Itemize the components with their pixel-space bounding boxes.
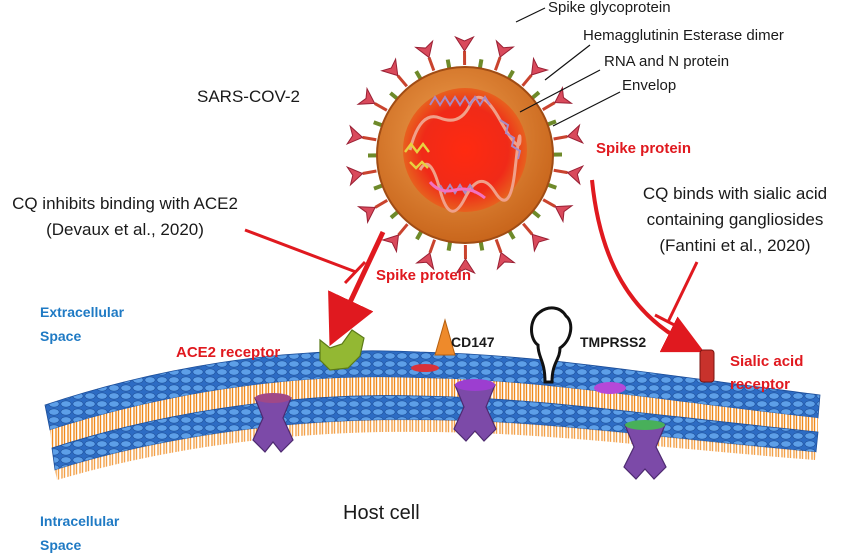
label-hemagglutinin: Hemagglutinin Esterase dimer bbox=[583, 27, 784, 44]
spike-stalk bbox=[363, 171, 377, 173]
label-ace2-receptor: ACE2 receptor bbox=[176, 344, 280, 361]
spike-head bbox=[347, 126, 364, 146]
label-rna-n-protein: RNA and N protein bbox=[604, 53, 729, 70]
label-intracellular-line2: Space bbox=[40, 533, 119, 557]
label-extracellular: Extracellular Space bbox=[40, 300, 124, 348]
label-spike-protein-right: Spike protein bbox=[596, 140, 691, 157]
label-cq-sialic: CQ binds with sialic acid containing gan… bbox=[630, 181, 840, 259]
label-sialic-acid-receptor: Sialic acid receptor bbox=[730, 350, 803, 396]
label-spike-glycoprotein: Spike glycoprotein bbox=[548, 0, 671, 16]
label-tmprss2: TMPRSS2 bbox=[580, 334, 646, 350]
spike-head bbox=[551, 199, 572, 222]
spike-stalk bbox=[399, 224, 408, 235]
ion-channel-right bbox=[624, 425, 666, 479]
spike-head bbox=[493, 249, 515, 268]
spike-stalk bbox=[554, 170, 568, 172]
spike-head bbox=[455, 37, 473, 51]
spike-stalk bbox=[362, 137, 376, 139]
spike-head bbox=[566, 125, 583, 145]
spike-stalk bbox=[398, 76, 407, 87]
spike-stalk bbox=[543, 103, 555, 110]
label-spike-protein-center: Spike protein bbox=[376, 267, 471, 284]
spike-stalk bbox=[430, 240, 435, 253]
channel-cap-left bbox=[255, 393, 291, 403]
cq-sialic-line bbox=[668, 262, 697, 322]
spike-stalk bbox=[523, 75, 532, 86]
spike-head bbox=[358, 89, 379, 112]
sialic-acid-receptor-shape bbox=[700, 350, 714, 382]
label-cq-sialic-line1: CQ binds with sialic acid bbox=[630, 181, 840, 207]
label-cq-sialic-line3: (Fantini et al., 2020) bbox=[630, 233, 840, 259]
label-extracellular-line1: Extracellular bbox=[40, 300, 124, 324]
label-envelop: Envelop bbox=[622, 77, 676, 94]
spike-head bbox=[566, 164, 583, 184]
label-sars-cov-2: SARS-COV-2 bbox=[197, 87, 300, 107]
label-cd147: CD147 bbox=[451, 334, 495, 350]
small-red-protein bbox=[411, 364, 439, 372]
label-cq-ace2-line1: CQ inhibits binding with ACE2 bbox=[0, 191, 250, 217]
spike-head bbox=[416, 41, 438, 60]
spike-head bbox=[347, 165, 364, 185]
spike-head bbox=[492, 41, 514, 60]
label-sialic-line2: receptor bbox=[730, 373, 803, 396]
label-intracellular-line1: Intracellular bbox=[40, 509, 119, 533]
spike-stalk bbox=[375, 103, 387, 110]
spike-stalk bbox=[429, 57, 434, 70]
channel-cap-right bbox=[625, 420, 665, 430]
label-sialic-line1: Sialic acid bbox=[730, 350, 803, 373]
spike-stalk bbox=[495, 57, 500, 70]
label-cq-ace2-line2: (Devaux et al., 2020) bbox=[0, 217, 250, 243]
spike-stalk bbox=[543, 200, 555, 207]
label-host-cell: Host cell bbox=[343, 502, 420, 525]
label-extracellular-line2: Space bbox=[40, 324, 124, 348]
spike-stalk bbox=[496, 239, 501, 252]
spike-head bbox=[359, 200, 380, 223]
small-purple-protein bbox=[594, 382, 626, 394]
cq-ace2-line bbox=[245, 230, 356, 272]
spike-stalk bbox=[375, 200, 387, 207]
channel-cap-center bbox=[455, 379, 495, 391]
spike-stalk bbox=[523, 224, 532, 235]
spike-stalk bbox=[554, 136, 568, 138]
label-cq-sialic-line2: containing gangliosides bbox=[630, 207, 840, 233]
label-intracellular: Intracellular Space bbox=[40, 509, 119, 557]
label-cq-ace2: CQ inhibits binding with ACE2 (Devaux et… bbox=[0, 191, 250, 243]
